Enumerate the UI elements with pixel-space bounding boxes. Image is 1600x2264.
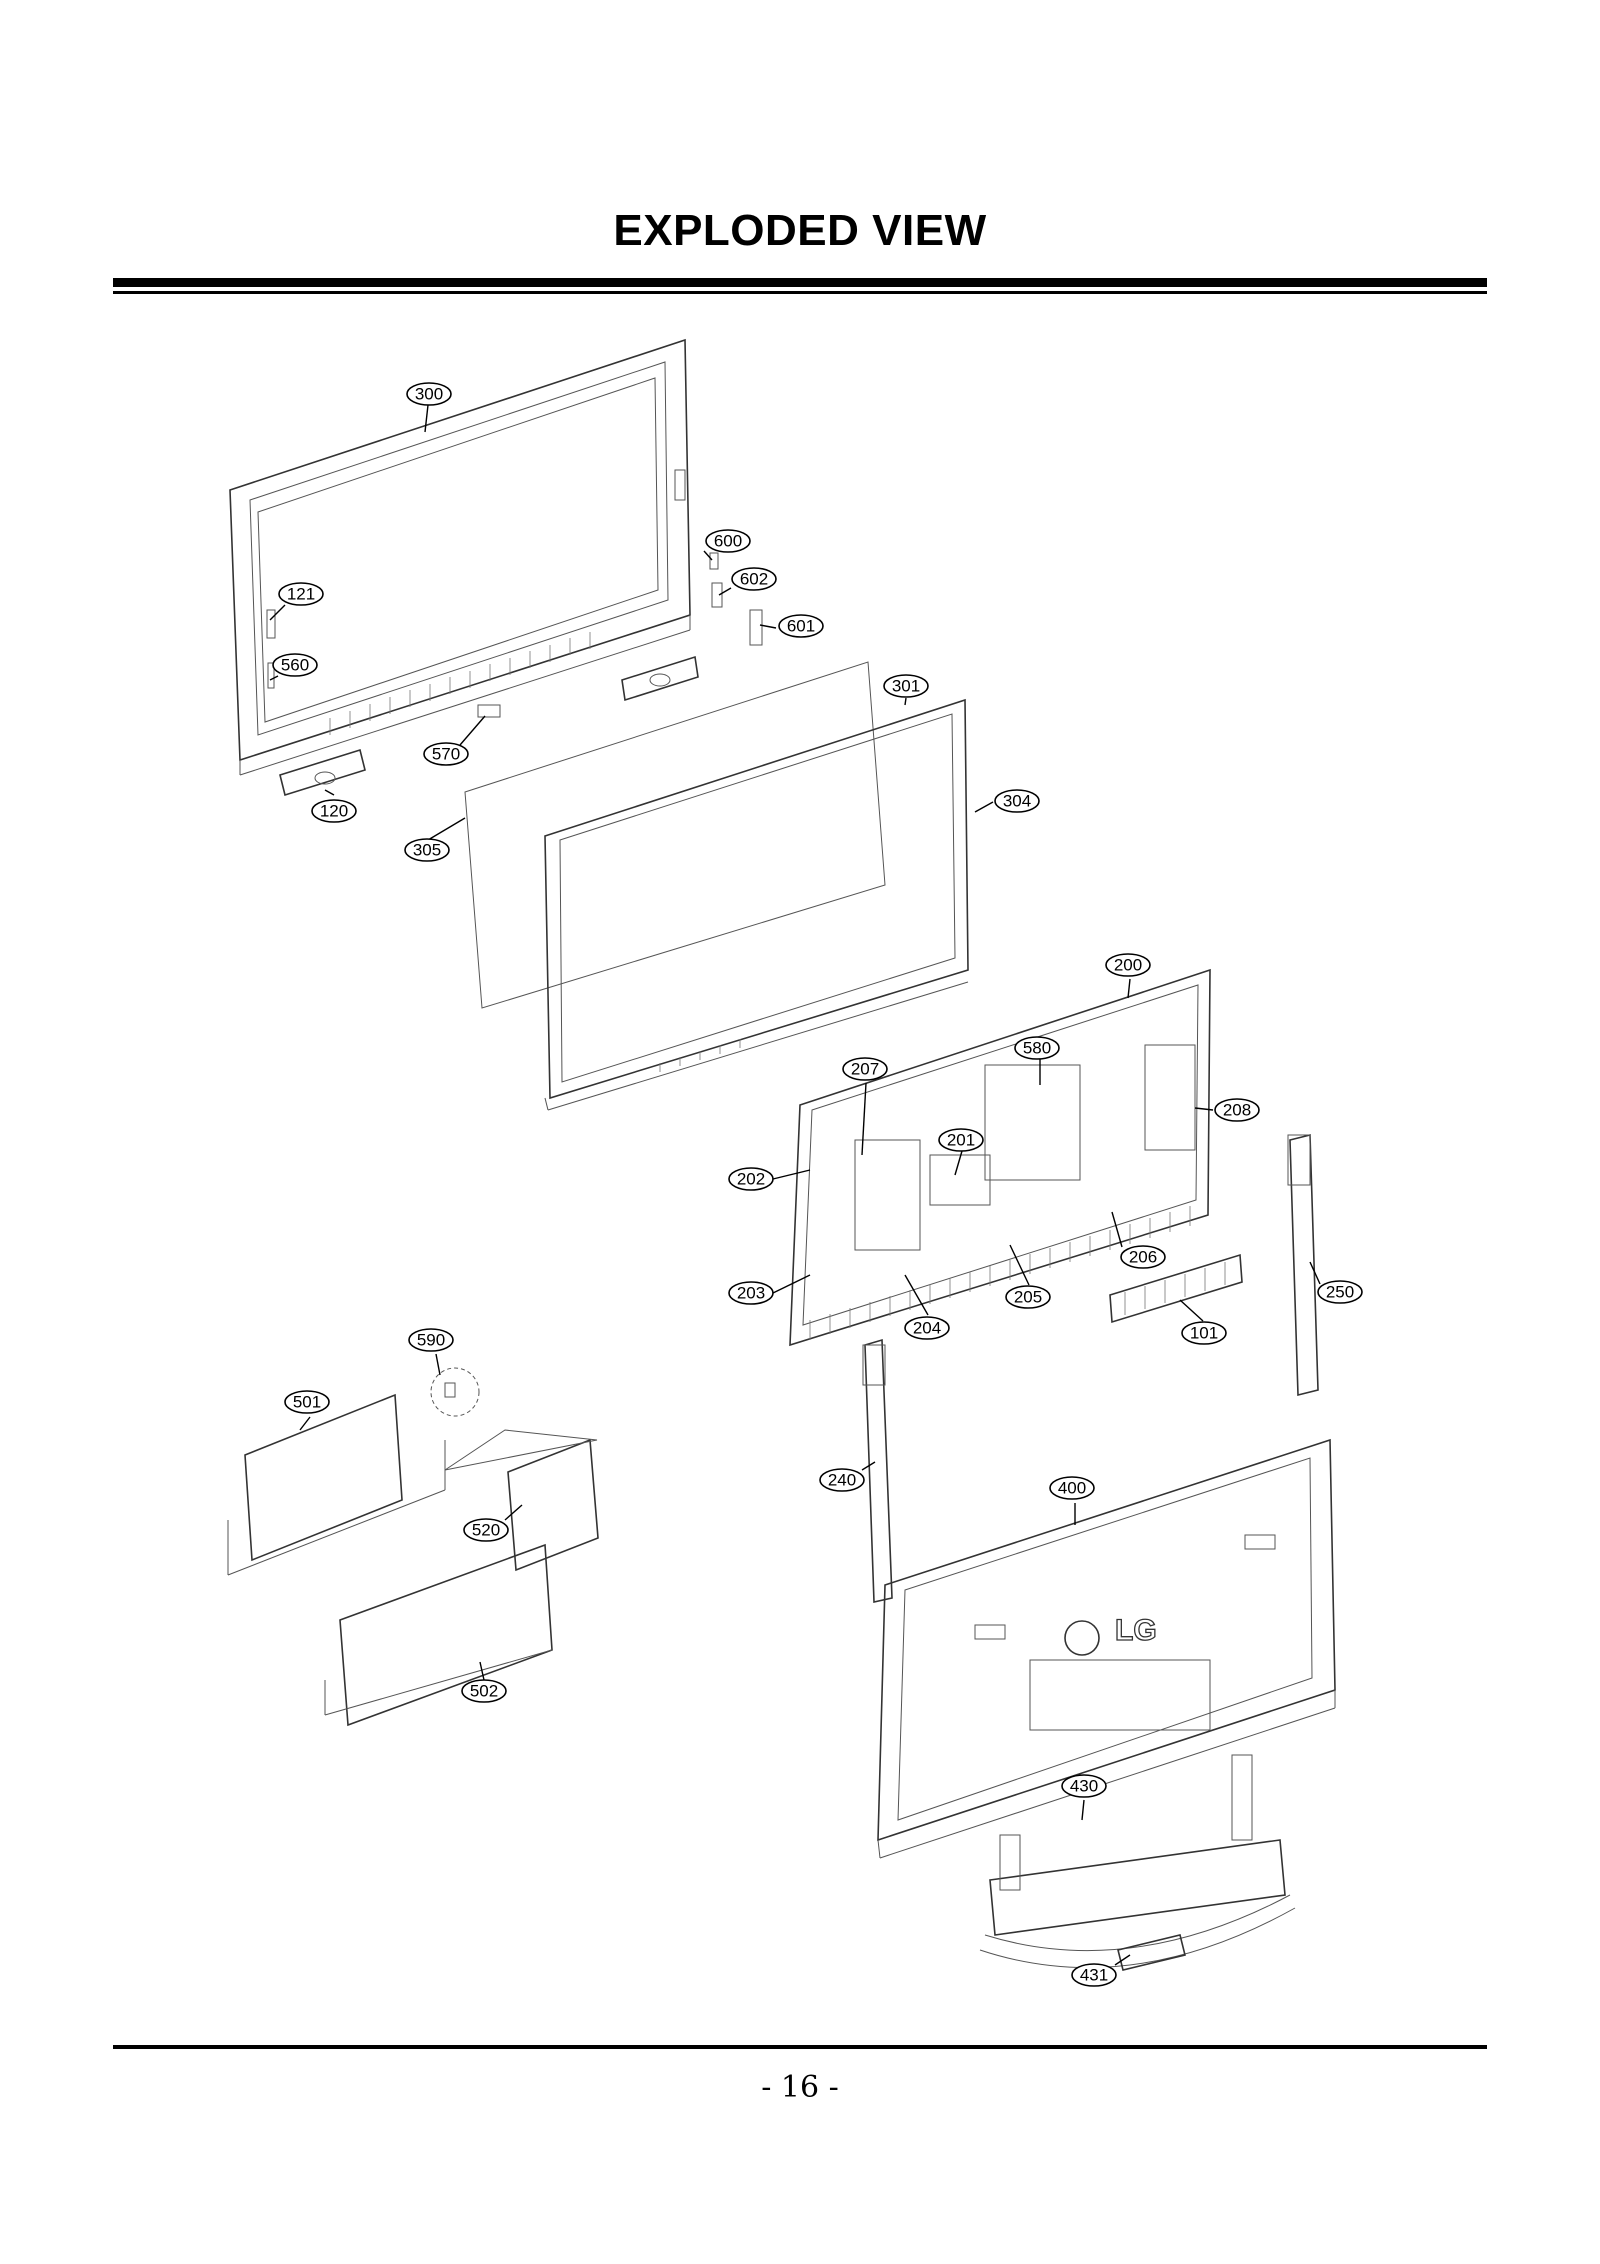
- svg-text:204: 204: [913, 1319, 941, 1338]
- callout-206: 206: [1120, 1245, 1166, 1269]
- callout-580: 580: [1014, 1036, 1060, 1060]
- svg-text:203: 203: [737, 1284, 765, 1303]
- callout-200: 200: [1105, 953, 1151, 977]
- svg-text:301: 301: [892, 677, 920, 696]
- callout-431: 431: [1071, 1963, 1117, 1987]
- svg-text:206: 206: [1129, 1248, 1157, 1267]
- svg-text:560: 560: [281, 656, 309, 675]
- callout-601: 601: [778, 614, 824, 638]
- side-bracket-250: [1287, 1133, 1319, 1397]
- svg-text:305: 305: [413, 841, 441, 860]
- signal-board-520: [444, 1429, 599, 1572]
- svg-text:240: 240: [828, 1471, 856, 1490]
- callout-121: 121: [278, 582, 324, 606]
- callout-205: 205: [1005, 1285, 1051, 1309]
- svg-text:570: 570: [432, 745, 460, 764]
- callout-300: 300: [406, 382, 452, 406]
- bracket-101: [1109, 1253, 1243, 1324]
- circle-detail-590: [430, 1367, 480, 1417]
- callout-204: 204: [904, 1316, 950, 1340]
- callout-101: 101: [1181, 1321, 1227, 1345]
- rear-chassis: [789, 968, 1211, 1347]
- callout-301: 301: [883, 674, 929, 698]
- svg-text:580: 580: [1023, 1039, 1051, 1058]
- back-cover: LG: [877, 1438, 1336, 1859]
- callout-250: 250: [1317, 1280, 1363, 1304]
- callout-602: 602: [731, 567, 777, 591]
- svg-text:304: 304: [1003, 792, 1031, 811]
- lg-logo-text: LG: [1115, 1614, 1157, 1647]
- svg-text:400: 400: [1058, 1479, 1086, 1498]
- leader-lines: [269, 404, 1321, 1966]
- callout-202: 202: [728, 1167, 774, 1191]
- callout-502: 502: [461, 1679, 507, 1703]
- callout-208: 208: [1214, 1098, 1260, 1122]
- speaker-right: [621, 655, 699, 702]
- svg-text:250: 250: [1326, 1283, 1354, 1302]
- footer-rule: [113, 2045, 1487, 2049]
- side-bracket-240: [862, 1338, 893, 1603]
- main-board-501: [227, 1393, 446, 1576]
- callout-590: 590: [408, 1328, 454, 1352]
- svg-text:501: 501: [293, 1393, 321, 1412]
- stand-cover-431: [1117, 1934, 1186, 1971]
- callout-240: 240: [819, 1468, 865, 1492]
- svg-text:430: 430: [1070, 1777, 1098, 1796]
- svg-text:205: 205: [1014, 1288, 1042, 1307]
- callout-305: 305: [404, 838, 450, 862]
- speaker-left: [279, 748, 366, 797]
- svg-text:431: 431: [1080, 1966, 1108, 1985]
- svg-text:601: 601: [787, 617, 815, 636]
- svg-text:300: 300: [415, 385, 443, 404]
- callout-520: 520: [463, 1518, 509, 1542]
- title-rule-thick: [113, 278, 1487, 287]
- svg-text:520: 520: [472, 1521, 500, 1540]
- callout-labels: 300 600 602 121 601 560 301 570 304 120 …: [272, 382, 1363, 1987]
- callout-120: 120: [311, 799, 357, 823]
- page-number: - 16 -: [761, 2070, 839, 2105]
- callout-304: 304: [994, 789, 1040, 813]
- small-parts: [266, 552, 763, 718]
- front-glass: [464, 661, 886, 1009]
- svg-text:502: 502: [470, 1682, 498, 1701]
- svg-text:208: 208: [1223, 1101, 1251, 1120]
- svg-text:602: 602: [740, 570, 768, 589]
- svg-text:202: 202: [737, 1170, 765, 1189]
- front-cabinet-frame: [229, 338, 691, 776]
- page-title: EXPLODED VIEW: [613, 206, 987, 255]
- svg-text:590: 590: [417, 1331, 445, 1350]
- stand-430: [979, 1754, 1296, 1969]
- svg-text:600: 600: [714, 532, 742, 551]
- callout-430: 430: [1061, 1774, 1107, 1798]
- svg-text:201: 201: [947, 1131, 975, 1150]
- svg-text:120: 120: [320, 802, 348, 821]
- callout-560: 560: [272, 653, 318, 677]
- svg-text:121: 121: [287, 585, 315, 604]
- svg-text:207: 207: [851, 1060, 879, 1079]
- callout-400: 400: [1049, 1476, 1095, 1500]
- lg-logo-icon: [1064, 1620, 1100, 1656]
- callout-600: 600: [705, 529, 751, 553]
- svg-text:101: 101: [1190, 1324, 1218, 1343]
- callout-207: 207: [842, 1057, 888, 1081]
- callout-203: 203: [728, 1281, 774, 1305]
- callout-501: 501: [284, 1390, 330, 1414]
- callout-201: 201: [938, 1128, 984, 1152]
- svg-text:200: 200: [1114, 956, 1142, 975]
- title-rule-thin: [113, 291, 1487, 294]
- shield-plate-502: [324, 1543, 553, 1727]
- callout-570: 570: [423, 742, 469, 766]
- inner-frame: [544, 698, 969, 1111]
